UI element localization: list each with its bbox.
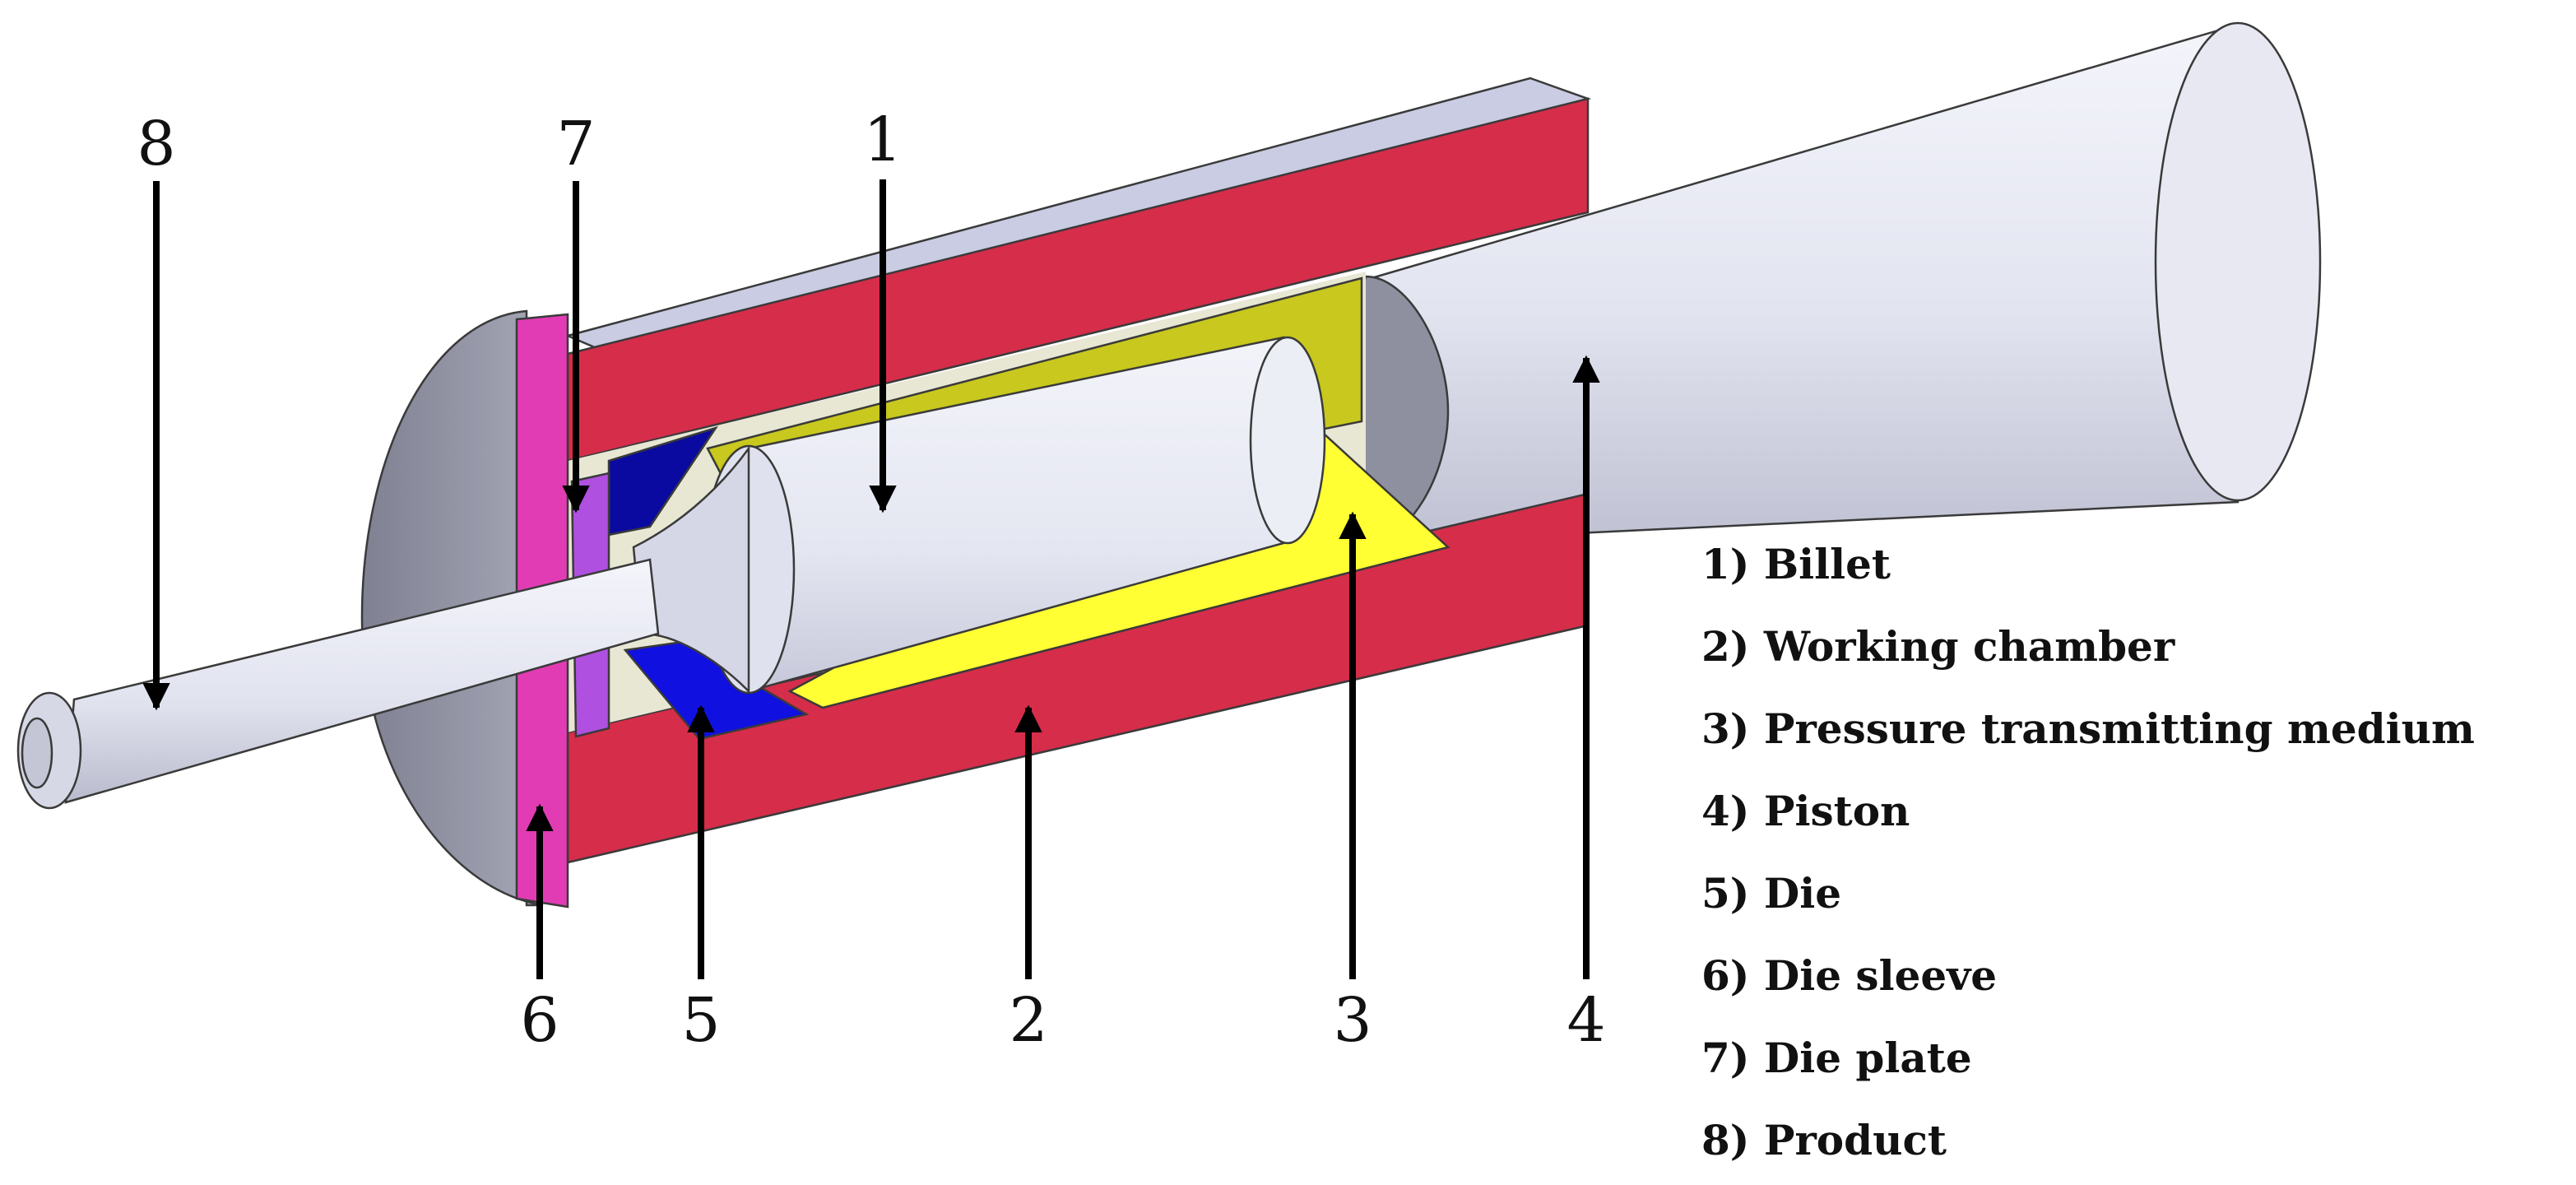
- callout-6: 6: [520, 985, 559, 1056]
- legend-item-1: 1) Billet: [1701, 540, 1891, 588]
- callout-arrows: [142, 179, 1600, 979]
- callout-labels: 8 7 1 6 5 2 3 4: [137, 105, 1605, 1056]
- callout-4: 4: [1566, 985, 1605, 1056]
- callout-8: 8: [137, 109, 175, 179]
- legend-item-7: 7) Die plate: [1701, 1034, 1972, 1082]
- callout-2: 2: [1009, 985, 1047, 1056]
- legend-item-8: 8) Product: [1701, 1116, 1947, 1164]
- legend-item-6: 6) Die sleeve: [1701, 951, 1997, 1000]
- legend-item-4: 4) Piston: [1701, 787, 1910, 835]
- callout-1: 1: [863, 105, 902, 175]
- callout-5: 5: [681, 985, 720, 1056]
- legend-item-3: 3) Pressure transmitting medium: [1701, 704, 2475, 753]
- product: [16, 558, 660, 810]
- callout-7: 7: [556, 109, 595, 179]
- die: [607, 425, 810, 741]
- legend-item-2: 2) Working chamber: [1701, 622, 2175, 671]
- legend: 1) Billet 2) Working chamber 3) Pressure…: [1701, 540, 2475, 1164]
- legend-item-5: 5) Die: [1701, 869, 1841, 918]
- callout-3: 3: [1333, 985, 1372, 1056]
